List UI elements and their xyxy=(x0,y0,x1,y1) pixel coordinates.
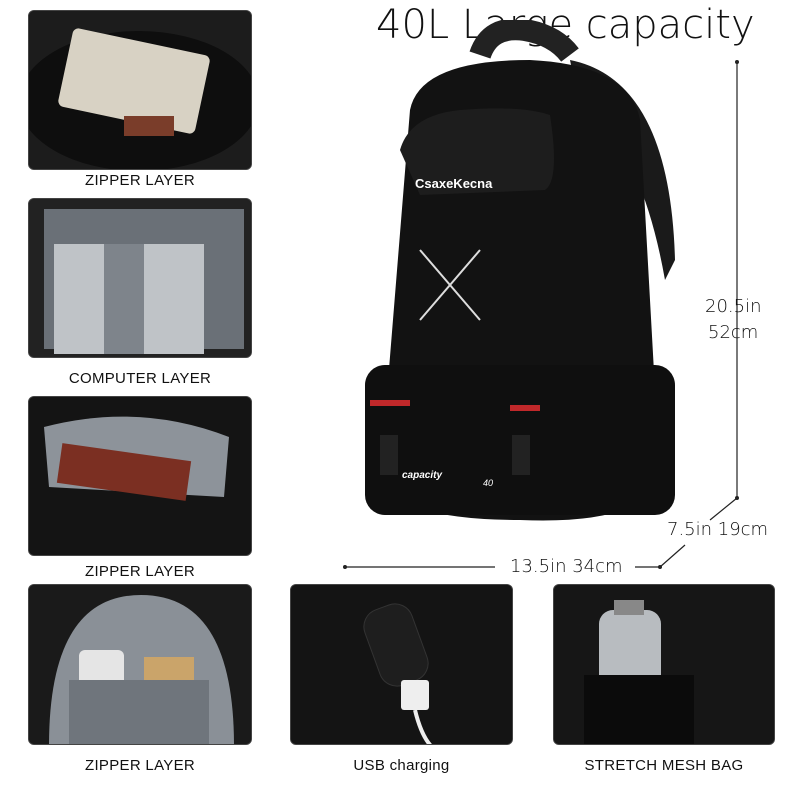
bag-number-text: 40 xyxy=(483,478,493,488)
panel-label: STRETCH MESH BAG xyxy=(584,757,744,774)
depth-dimension: 7.5in 19cm xyxy=(667,519,769,540)
backpack-image: CsaxeKecna capacity 40 xyxy=(365,20,675,521)
height-in: 20.5in xyxy=(705,296,762,317)
usb-charging-photo xyxy=(290,584,513,745)
bag-capacity-text: capacity xyxy=(402,470,442,481)
panel-label: COMPUTER LAYER xyxy=(68,370,212,387)
zipper-layer-photo xyxy=(28,584,252,745)
width-dimension: 13.5in 34cm xyxy=(510,556,623,577)
stretch-mesh-bag-photo xyxy=(553,584,775,745)
brand-logo: CsaxeKecna xyxy=(415,176,493,191)
panel-label: USB charging xyxy=(353,757,450,774)
panel-label: ZIPPER LAYER xyxy=(84,563,196,580)
height-cm: 52cm xyxy=(708,322,759,343)
panel-label: ZIPPER LAYER xyxy=(84,172,196,189)
zipper-layer-photo xyxy=(28,10,252,170)
computer-layer-photo xyxy=(28,198,252,358)
zipper-layer-photo xyxy=(28,396,252,556)
panel-label: ZIPPER LAYER xyxy=(84,757,196,774)
